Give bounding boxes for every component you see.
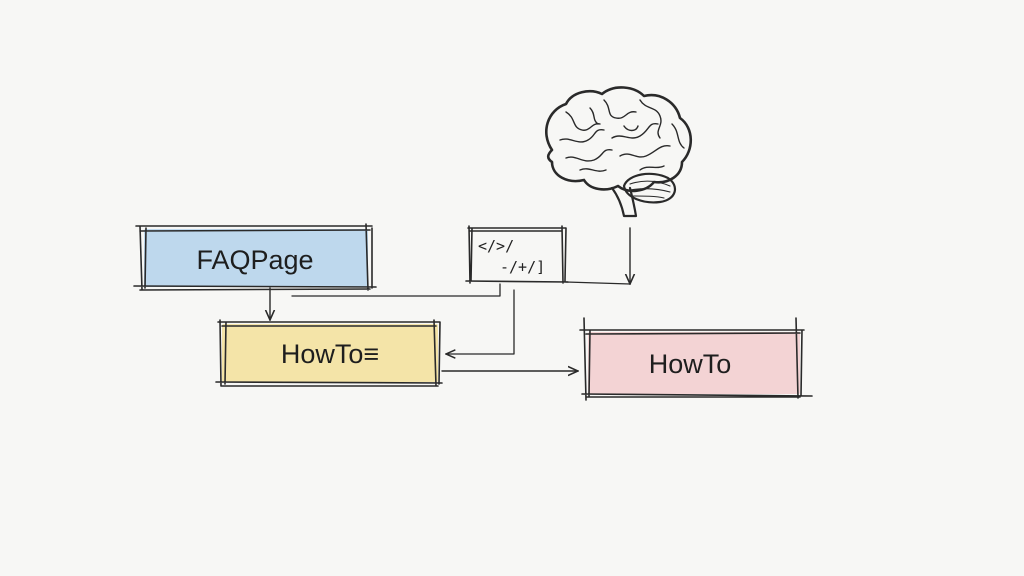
brain-icon [545,86,693,218]
faqpage-box-fill [144,229,368,287]
line-code-to-brain [565,281,631,285]
howto-left-node: HowTo≡ [215,319,443,387]
line-faqpage-to-code [291,283,501,297]
howto-left-label: HowTo≡ [281,339,379,369]
howto-left-box-fill [222,324,438,382]
code-node: </>/ -/+/] [465,225,569,284]
code-line-1: </>/ [478,237,514,255]
howto-right-box-fill [588,332,800,394]
faqpage-label: FAQPage [196,245,313,275]
code-line-2: -/+/] [500,258,545,276]
howto-right-node: HowTo [579,317,813,401]
arrow-code-to-howto-left [446,289,515,354]
connectors [270,227,631,371]
faqpage-node: FAQPage [133,223,377,291]
howto-right-label: HowTo [649,349,732,379]
